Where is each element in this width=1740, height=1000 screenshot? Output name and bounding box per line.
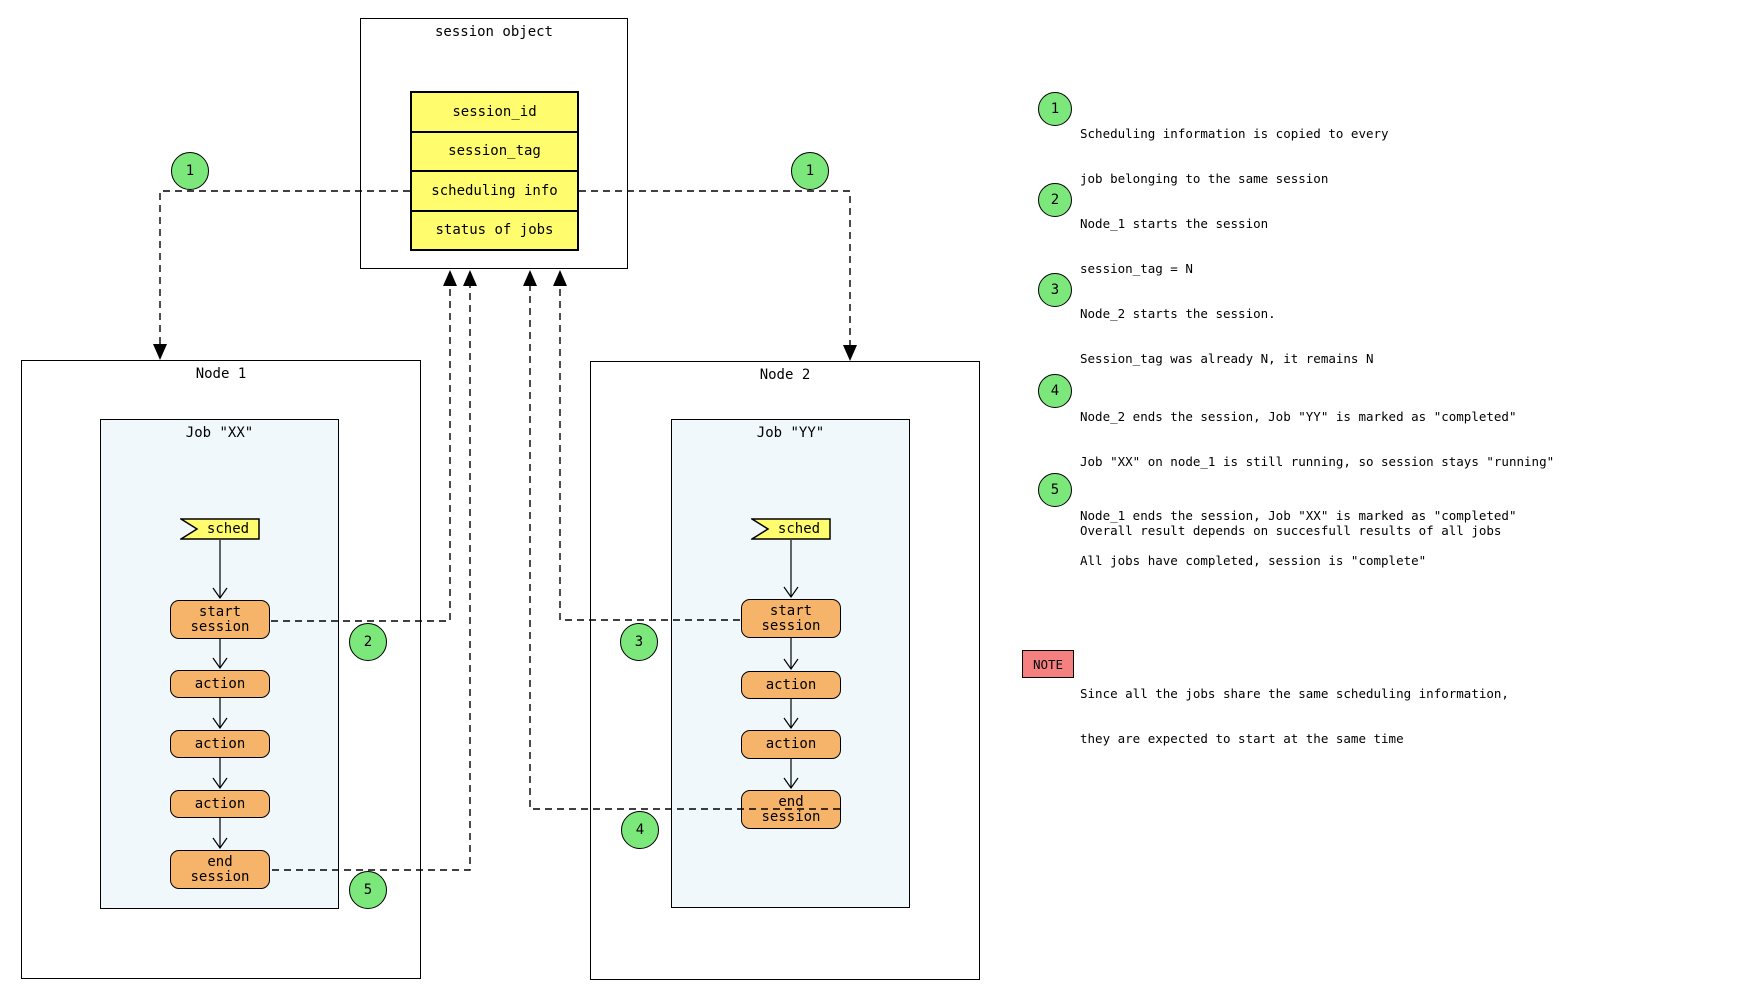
legend-badge-1: 1	[1038, 92, 1072, 126]
session-object-title: session object	[434, 24, 553, 40]
sched-flag-icon	[180, 518, 260, 540]
legend-line: Node_1 starts the session	[1080, 216, 1269, 231]
badge-5: 5	[349, 871, 387, 909]
overall-result-note: Overall result depends on succesfull res…	[1080, 523, 1502, 538]
step-xx-action-2: action	[170, 730, 270, 758]
legend-item-5: Node_1 ends the session, Job "XX" is mar…	[1080, 478, 1517, 598]
job-xx-title: Job "XX"	[185, 425, 254, 441]
legend-line: Node_2 ends the session, Job "YY" is mar…	[1080, 409, 1517, 424]
sched-label-xx: sched	[206, 521, 250, 537]
sched-label-yy: sched	[777, 521, 821, 537]
filled-arrowheads	[153, 270, 857, 361]
legend-item-3: Node_2 starts the session. Session_tag w…	[1080, 276, 1374, 396]
step-line: session	[190, 618, 250, 635]
step-line: start	[198, 603, 242, 620]
legend-line: Node_2 starts the session.	[1080, 306, 1276, 321]
job-yy-title: Job "YY"	[756, 425, 825, 441]
legend-line: Scheduling information is copied to ever…	[1080, 126, 1389, 141]
step-line: action	[194, 795, 246, 812]
step-line: session	[190, 868, 250, 885]
step-line: action	[765, 736, 817, 752]
session-fields-table: session_id session_tag scheduling info s…	[410, 91, 579, 251]
step-line: action	[194, 735, 246, 752]
legend-line: Session_tag was already N, it remains N	[1080, 351, 1374, 366]
note-line: they are expected to start at the same t…	[1080, 731, 1404, 746]
step-line: action	[194, 675, 246, 692]
step-line: start	[769, 602, 813, 619]
step-line: end	[207, 853, 233, 870]
legend-line: All jobs have completed, session is "com…	[1080, 553, 1427, 568]
badge-2: 2	[349, 623, 387, 661]
job-xx-box: Job "XX"	[100, 419, 339, 909]
node1-title: Node 1	[195, 366, 247, 382]
step-line: end	[778, 793, 804, 810]
legend-badge-5: 5	[1038, 473, 1072, 507]
badge-1-left: 1	[171, 152, 209, 190]
job-yy-box: Job "YY"	[671, 419, 910, 908]
badge-3: 3	[620, 623, 658, 661]
note-box: NOTE	[1022, 650, 1074, 678]
legend-item-2: Node_1 starts the session session_tag = …	[1080, 186, 1268, 306]
sched-flag-yy: sched	[751, 518, 831, 540]
badge-4: 4	[621, 811, 659, 849]
legend-line: Job "XX" on node_1 is still running, so …	[1080, 454, 1555, 469]
step-xx-action-3: action	[170, 790, 270, 818]
step-line: session	[761, 808, 821, 825]
legend-badge-2: 2	[1038, 183, 1072, 217]
step-yy-action-2: action	[741, 730, 841, 759]
node2-title: Node 2	[759, 367, 811, 383]
step-xx-action-1: action	[170, 670, 270, 698]
session-field-session-tag: session_tag	[412, 130, 577, 171]
step-line: action	[765, 676, 817, 693]
note-text: Since all the jobs share the same schedu…	[1080, 656, 1509, 776]
session-field-status-of-jobs: status of jobs	[412, 209, 577, 250]
step-line: session	[761, 617, 821, 634]
legend-badge-3: 3	[1038, 273, 1072, 307]
legend-line: session_tag = N	[1080, 261, 1193, 276]
legend-item-1: Scheduling information is copied to ever…	[1080, 96, 1389, 216]
badge-1-right: 1	[791, 152, 829, 190]
sched-flag-xx: sched	[180, 518, 260, 540]
legend-badge-4: 4	[1038, 374, 1072, 408]
session-field-session-id: session_id	[452, 103, 537, 120]
legend-line: Node_1 ends the session, Job "XX" is mar…	[1080, 508, 1517, 523]
step-yy-action-1: action	[741, 671, 841, 699]
legend-line: job belonging to the same session	[1080, 171, 1329, 186]
legend-item-4: Node_2 ends the session, Job "YY" is mar…	[1080, 379, 1554, 499]
session-field-scheduling-info: scheduling info	[412, 170, 577, 210]
note-line: Since all the jobs share the same schedu…	[1080, 686, 1509, 701]
